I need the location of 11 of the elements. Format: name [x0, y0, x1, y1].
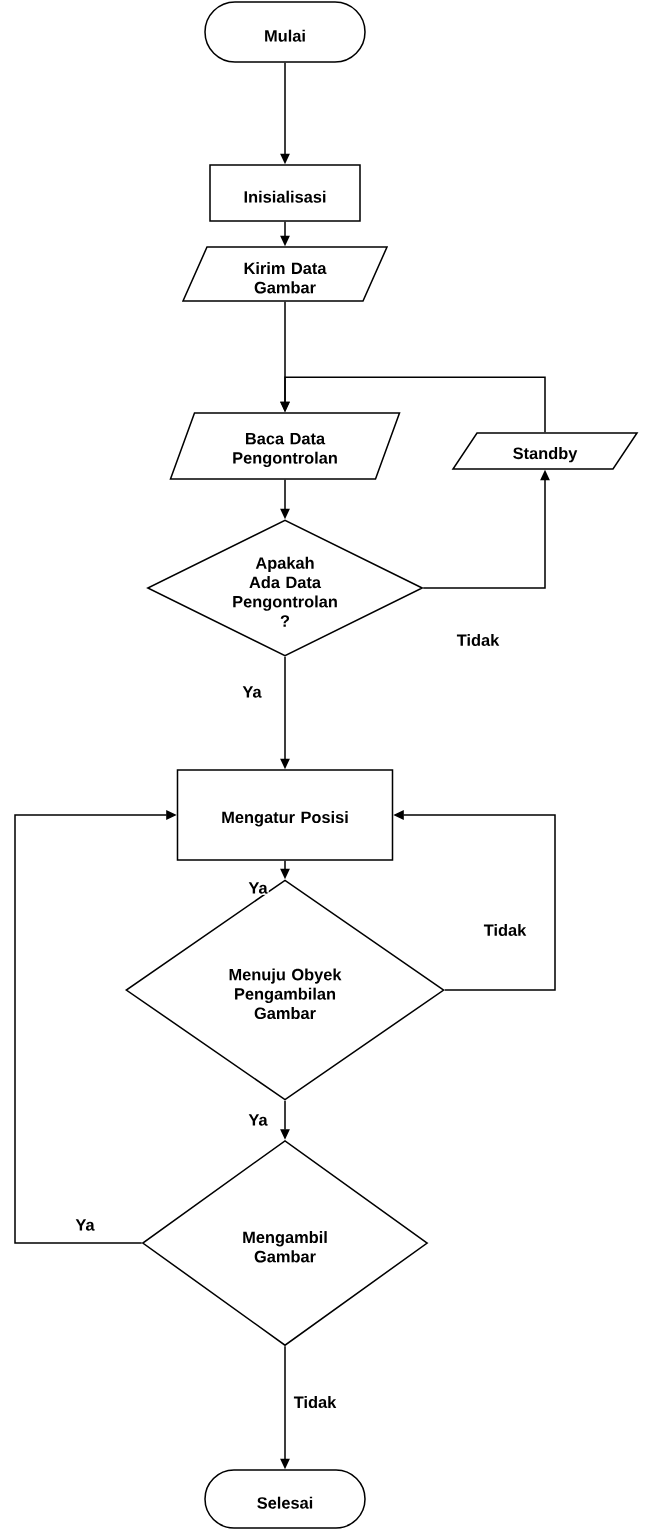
arrow: [280, 376, 546, 433]
edge-label: Tidak: [482, 922, 528, 938]
edge-label: Ya: [74, 1218, 96, 1232]
edge-label: Ya: [247, 1113, 269, 1127]
edge-label: Tidak: [292, 1394, 338, 1410]
data-parallelogram: Baca Data Pengontrolan: [169, 412, 401, 480]
edge-label: Ya: [241, 685, 263, 699]
process-box: Inisialisasi: [209, 164, 361, 222]
edge-label: Tidak: [455, 632, 501, 648]
process-box: Mengatur Posisi: [176, 769, 394, 861]
edge-label: Ya: [247, 881, 269, 895]
